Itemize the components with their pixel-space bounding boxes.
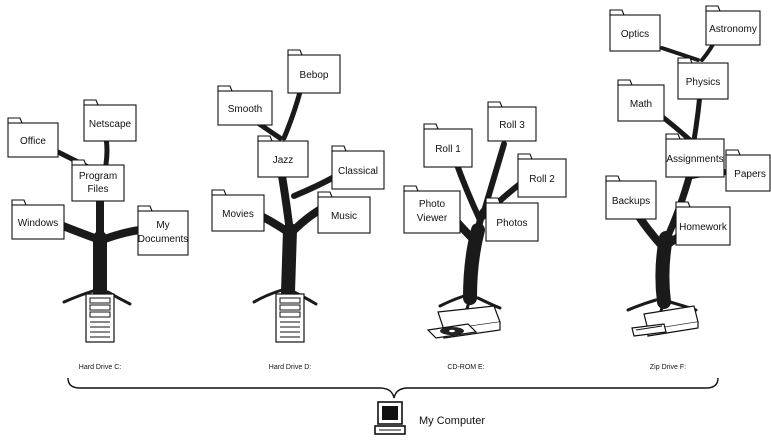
folder-backups[interactable]: Backups: [605, 175, 657, 220]
computer-icon[interactable]: [374, 401, 406, 435]
folder-jazz[interactable]: Jazz: [257, 135, 309, 178]
tree-trunk: [281, 223, 297, 299]
tree-hard-drive-d: Bebop Smooth Jazz Classical Movies Music: [211, 49, 385, 371]
folder-label: Music: [331, 211, 357, 222]
folder-label: Backups: [612, 196, 650, 207]
folder-netscape[interactable]: Bebop Netscape: [83, 99, 137, 142]
folder-astronomy[interactable]: Astronomy: [705, 5, 761, 46]
folder-label-line-2: Viewer: [417, 213, 448, 224]
folder-label: Astronomy: [709, 24, 757, 35]
folder-roll-1[interactable]: Roll 1: [423, 123, 473, 168]
folder-label: Classical: [338, 166, 378, 177]
tower-pc-icon[interactable]: [85, 293, 115, 343]
folder-optics[interactable]: Optics: [609, 9, 661, 52]
folder-my-documents[interactable]: My Documents: [137, 205, 189, 256]
tree-trunk: [463, 223, 485, 305]
folder-label-line-1: Photo: [419, 199, 446, 210]
folder-windows[interactable]: Windows: [11, 199, 65, 240]
folder-smooth[interactable]: Smooth: [217, 85, 273, 126]
cd-drive-icon[interactable]: [426, 305, 501, 339]
tree-cd-rom-e: Roll 3 Roll 1 Roll 2 Photo Viewer Photos: [403, 101, 567, 371]
folder-label: Windows: [18, 218, 59, 229]
folder-label: Photos: [496, 218, 527, 229]
folder-label: Assignments: [666, 154, 723, 165]
folder-label: Bebop: [300, 70, 329, 81]
folder-label: Math: [630, 99, 652, 110]
folder-homework[interactable]: Homework: [675, 201, 731, 246]
root-label: My Computer: [419, 415, 485, 427]
tree-branch: [479, 141, 507, 221]
folder-office[interactable]: Office: [7, 117, 59, 158]
folder-physics[interactable]: Physics: [677, 57, 729, 100]
drive-label: CD-ROM E:: [447, 364, 484, 371]
folder-label: Jazz: [273, 155, 294, 166]
folder-label: Physics: [686, 77, 720, 88]
folder-movies[interactable]: Movies: [211, 189, 265, 232]
zip-drive-icon[interactable]: [631, 305, 699, 337]
folder-label: Netscape: [89, 119, 132, 130]
folder-label: Smooth: [228, 104, 262, 115]
folder-photo-viewer[interactable]: Photo Viewer: [403, 185, 461, 234]
folder-classical[interactable]: Classical: [331, 145, 385, 190]
folder-papers[interactable]: Papers: [725, 149, 771, 192]
tree-branch: [278, 172, 294, 236]
folder-label: Papers: [734, 169, 766, 180]
folder-label-line-2: Documents: [138, 234, 189, 245]
grouping-brace: [67, 377, 719, 399]
folder-label: Roll 2: [529, 174, 555, 185]
folder-roll-3[interactable]: Roll 3: [487, 101, 537, 142]
tree-branch: [281, 89, 303, 141]
drive-label: Hard Drive D:: [269, 364, 311, 371]
folder-label-line-2: Files: [87, 184, 108, 195]
folder-program-files[interactable]: Program Files: [71, 159, 125, 202]
tree-zip-drive-f: Optics Astronomy Physics Math Assignment…: [605, 5, 771, 371]
folder-label-line-1: Program: [79, 171, 117, 182]
folder-label: Homework: [679, 222, 728, 233]
folder-bebop[interactable]: Bebop: [287, 49, 341, 94]
tree-hard-drive-c: Office Bebop Netscape Program Files Wind…: [7, 99, 189, 371]
tree-branch: [98, 226, 144, 244]
tree-branch: [660, 46, 700, 62]
tree-branch: [691, 91, 703, 143]
folder-label: Roll 1: [435, 144, 461, 155]
folder-assignments[interactable]: Assignments: [665, 133, 725, 178]
tree-branch: [103, 135, 110, 167]
folder-roll-2[interactable]: Roll 2: [517, 153, 567, 198]
folder-photos[interactable]: Photos: [485, 197, 539, 242]
folder-music[interactable]: Music: [317, 191, 371, 234]
drive-label: Hard Drive C:: [79, 364, 121, 371]
folder-label: Optics: [621, 29, 649, 40]
folder-label: Roll 3: [499, 120, 525, 131]
folder-label-line-1: My: [156, 220, 169, 231]
drive-label: Zip Drive F:: [650, 364, 686, 371]
folder-label: Movies: [222, 209, 254, 220]
folder-math[interactable]: Math: [617, 79, 665, 122]
tower-pc-icon[interactable]: [275, 293, 305, 343]
folder-label: Office: [20, 136, 46, 147]
